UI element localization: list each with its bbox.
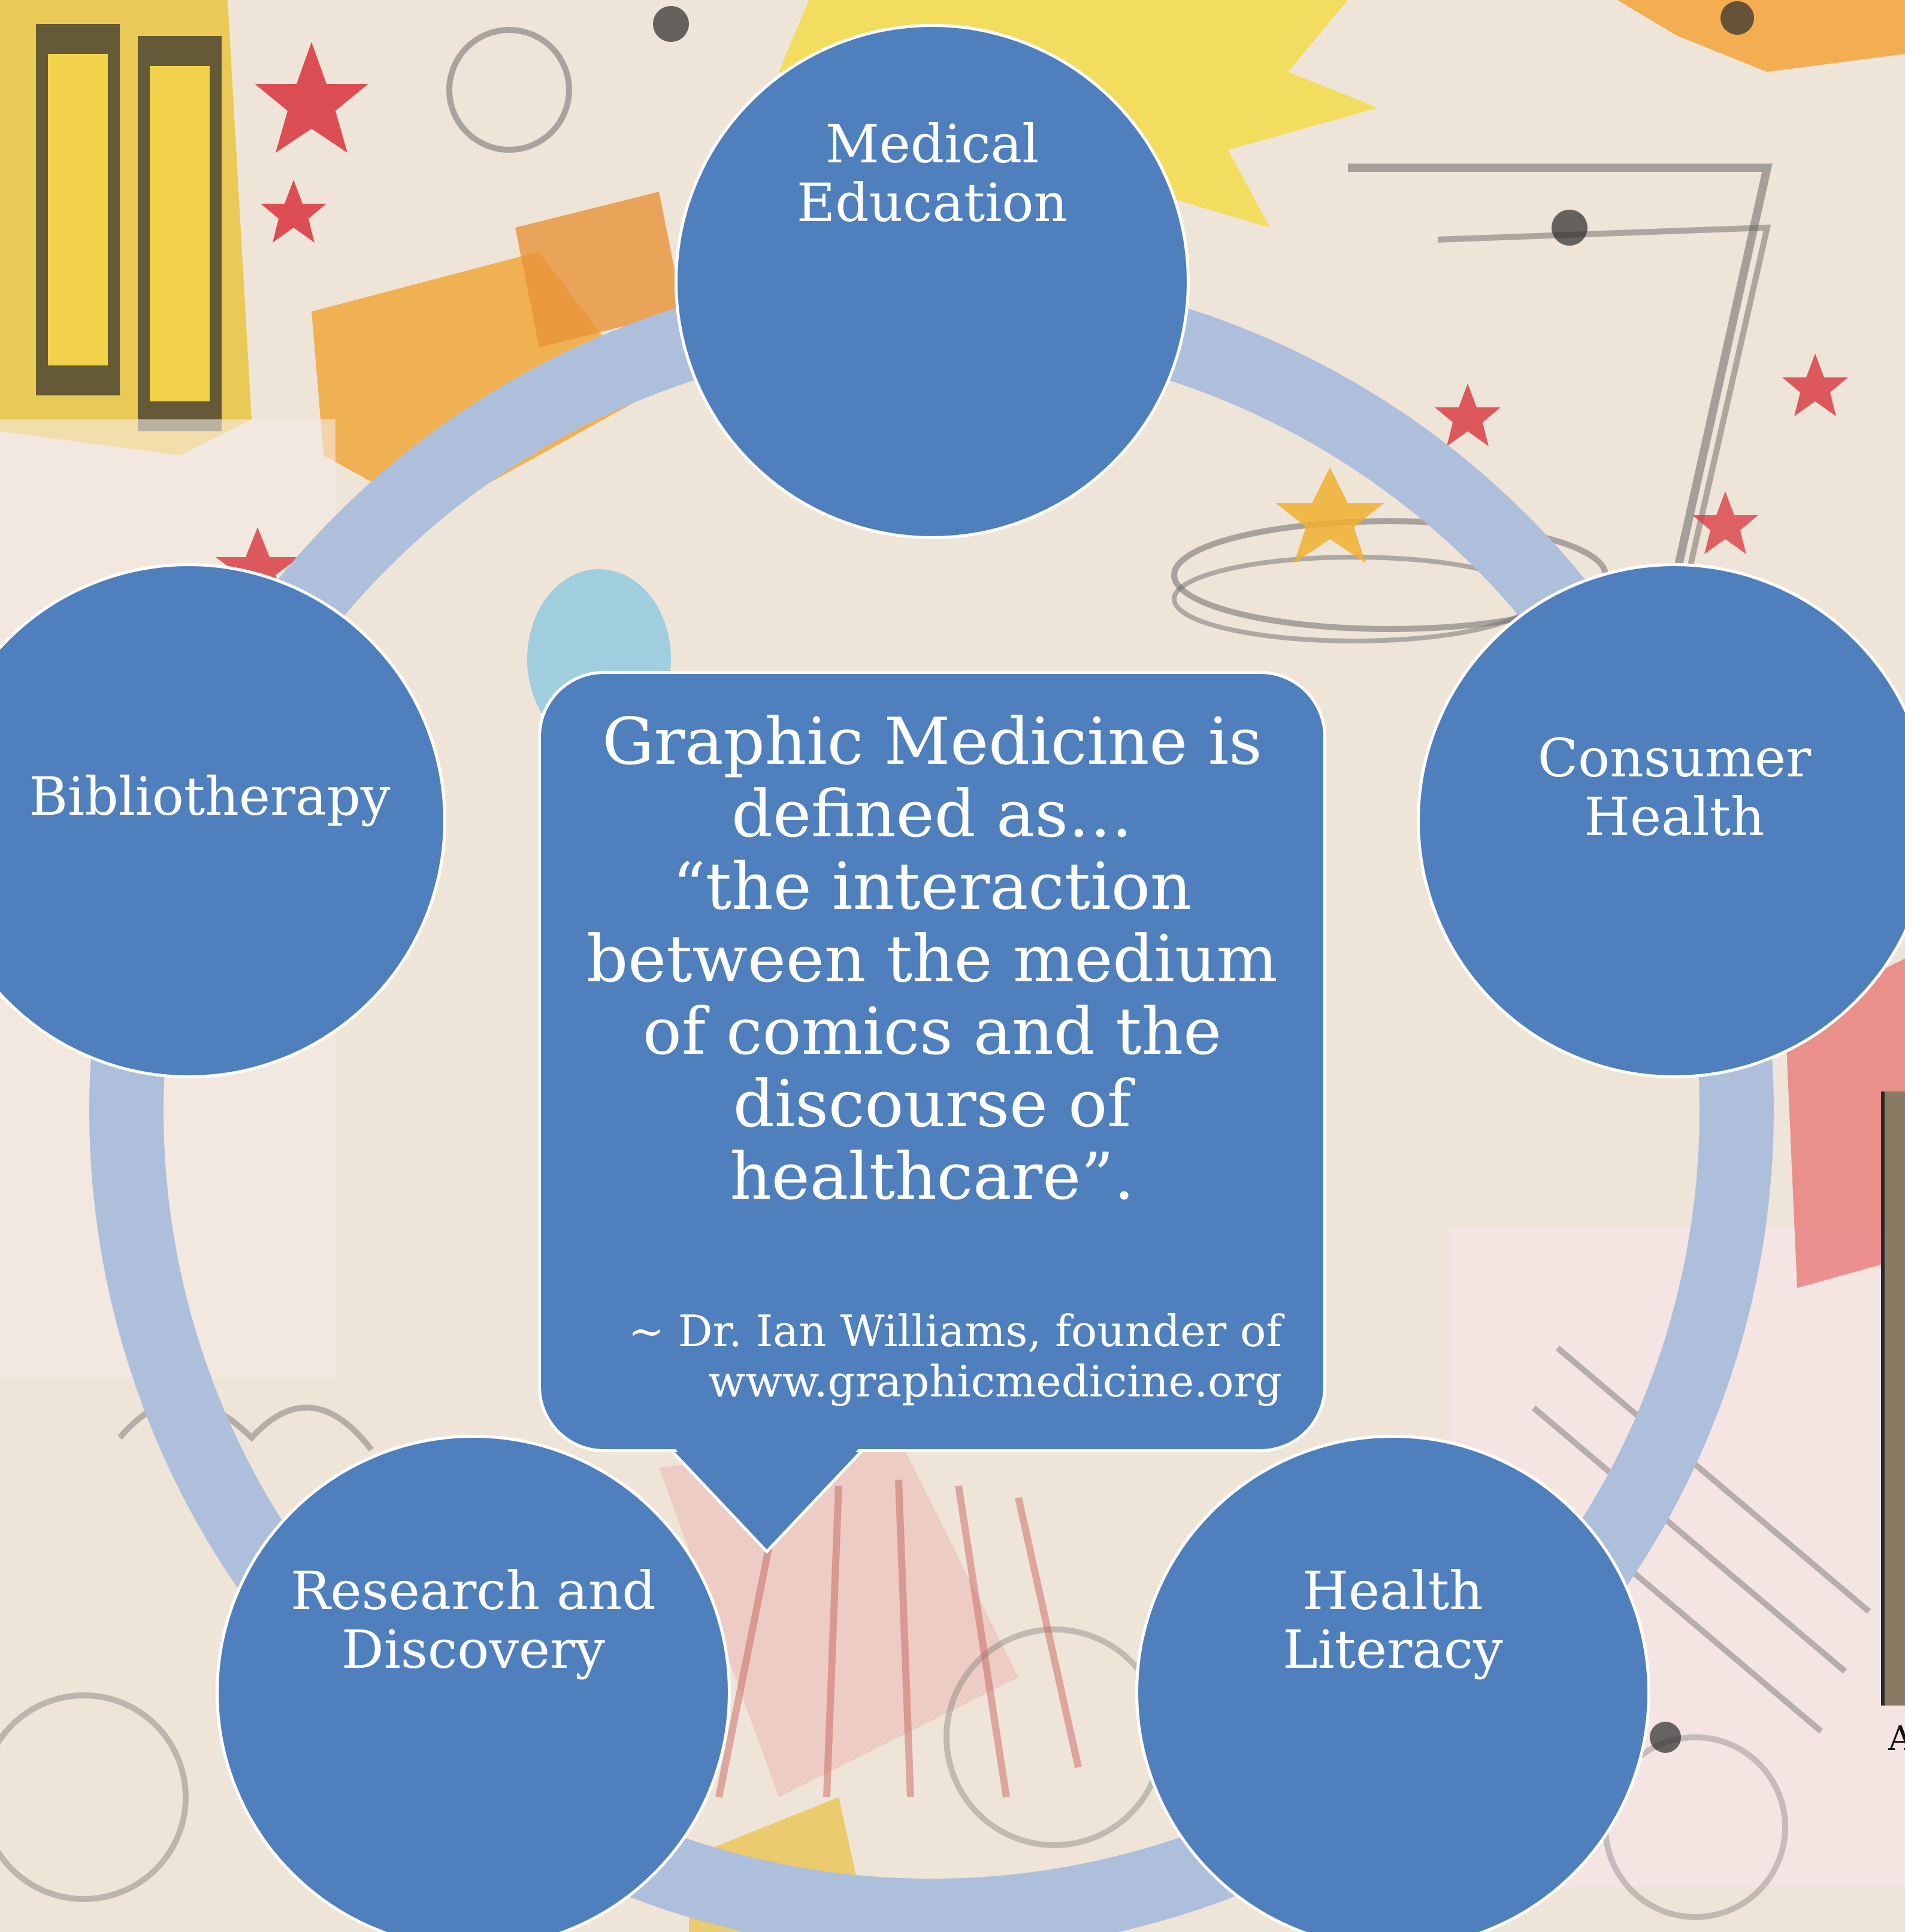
attribution-text: ~ Dr. Ian Williams, founder of www.graph… [628,1306,1282,1407]
node-label: Medical Education [796,113,1068,234]
node-research-and-discovery: Research and Discovery [216,1435,731,1932]
speech-bubble [538,671,1326,1452]
node-label: Health Literacy [1283,1560,1503,1680]
node-label: Research and Discovery [291,1560,656,1680]
node-health-literacy: Health Literacy [1135,1435,1650,1932]
definition-quote: Graphic Medicine is defined as… “the int… [586,705,1278,1214]
node-consumer-health: Consumer Health [1417,563,1905,1078]
node-bibliotherapy: Bibliotherapy [0,563,446,1078]
node-label: Bibliotherapy [29,766,391,827]
node-medical-education: Medical Education [675,24,1190,539]
attribution: ~ Dr. Ian Williams, founder of www.graph… [575,1306,1282,1407]
photo-caption: A [1888,1719,1905,1758]
cropped-photo [1881,1092,1905,1706]
definition-text: Graphic Medicine is defined as… “the int… [538,706,1326,1213]
node-label: Consumer Health [1537,727,1812,848]
